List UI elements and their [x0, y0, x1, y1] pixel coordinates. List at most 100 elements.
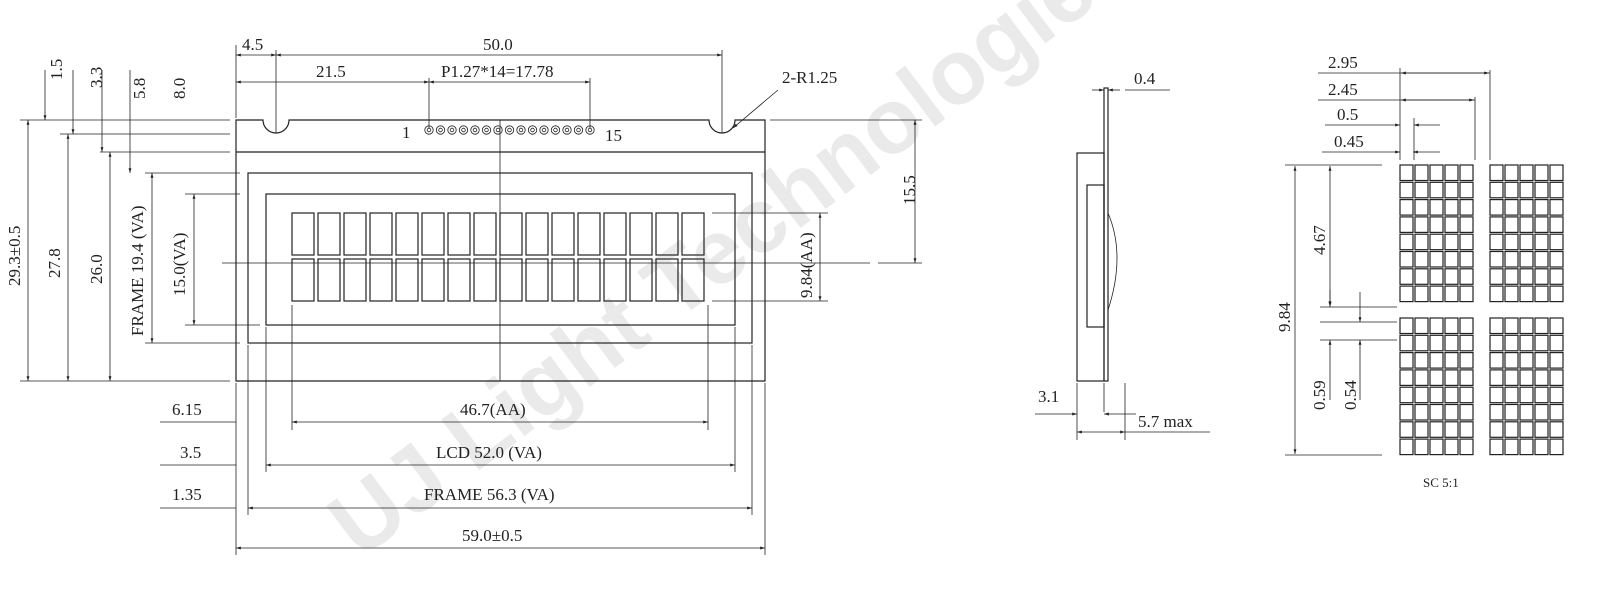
character-cell	[551, 212, 575, 256]
dot	[1414, 181, 1429, 199]
dot	[1429, 386, 1444, 404]
pin-1-label: 1	[402, 123, 411, 142]
dot	[1444, 216, 1459, 233]
character-cell	[473, 258, 497, 302]
dot	[1414, 216, 1429, 233]
dot	[1504, 181, 1519, 199]
dot	[1534, 199, 1549, 216]
dim-2-95: 2.95	[1328, 53, 1358, 72]
dot	[1459, 317, 1474, 335]
dot	[1489, 421, 1504, 438]
dim-59-0: 59.0±0.5	[462, 526, 522, 545]
dot	[1504, 285, 1519, 303]
dim-lcd-52-0: LCD 52.0 (VA)	[436, 443, 542, 462]
dot	[1549, 164, 1564, 182]
dot	[1459, 369, 1474, 386]
dot	[1399, 421, 1414, 438]
dot	[1534, 285, 1549, 303]
dim-4-5: 4.5	[242, 35, 263, 54]
character-cell	[655, 258, 679, 302]
dot	[1489, 250, 1504, 268]
dot	[1519, 164, 1534, 182]
dot	[1399, 438, 1414, 456]
character-cell	[603, 212, 627, 256]
dot	[1519, 352, 1534, 369]
dot	[1504, 403, 1519, 421]
character-cell	[577, 258, 601, 302]
dot	[1429, 421, 1444, 438]
pin	[493, 125, 503, 135]
dot	[1459, 403, 1474, 421]
dot	[1519, 216, 1534, 233]
dot	[1504, 216, 1519, 233]
character-cell	[421, 212, 445, 256]
dot	[1504, 233, 1519, 251]
dim-0-54: 0.54	[1341, 380, 1360, 410]
dot	[1549, 216, 1564, 233]
dot	[1399, 369, 1414, 386]
front-view: 1 15 4.5 50.0 21.5 P1.27*14=17.78 2-R1.2…	[5, 35, 922, 555]
pin	[458, 125, 469, 135]
dot	[1414, 285, 1429, 303]
dot	[1519, 181, 1534, 199]
dot	[1459, 438, 1474, 456]
dot	[1429, 317, 1444, 335]
dot	[1504, 386, 1519, 404]
dot	[1414, 403, 1429, 421]
dot	[1534, 181, 1549, 199]
dot	[1504, 199, 1519, 216]
dot-matrix-detail: 2.95 2.45 0.5 0.45 9.84 4.67 0.59 0.54 S…	[1275, 53, 1564, 490]
dot	[1444, 199, 1459, 216]
pin	[470, 125, 480, 135]
character-cell	[525, 258, 549, 302]
dot	[1414, 386, 1429, 404]
character-cell	[395, 258, 419, 302]
dot	[1399, 216, 1414, 233]
character-cell	[655, 212, 679, 256]
dim-1-5: 1.5	[47, 59, 66, 80]
character-cell	[629, 258, 653, 302]
pin	[539, 125, 549, 135]
dim-5-7-max: 5.7 max	[1138, 412, 1193, 431]
dot	[1429, 438, 1444, 456]
dot	[1459, 352, 1474, 369]
dot	[1459, 164, 1474, 182]
character-cell	[343, 258, 367, 302]
dot	[1414, 369, 1429, 386]
character-cell	[291, 258, 315, 302]
dot	[1549, 285, 1564, 303]
dot	[1399, 181, 1414, 199]
dot	[1519, 369, 1534, 386]
dot	[1534, 268, 1549, 285]
dim-0-45: 0.45	[1334, 132, 1364, 151]
dot	[1534, 438, 1549, 456]
dim-46-7-aa: 46.7(AA)	[460, 400, 526, 419]
dim-50-0: 50.0	[483, 35, 513, 54]
dot	[1444, 317, 1459, 335]
dim-pitch: P1.27*14=17.78	[441, 62, 554, 81]
dot	[1399, 386, 1414, 404]
pin-hole	[426, 127, 432, 133]
lcd-va	[265, 193, 736, 326]
dot	[1399, 317, 1414, 335]
pin-hole	[530, 127, 535, 133]
dot	[1444, 181, 1459, 199]
pin-hole	[438, 127, 443, 133]
dot	[1399, 233, 1414, 251]
dot	[1534, 216, 1549, 233]
pin-hole	[553, 127, 558, 133]
character-cell	[369, 212, 393, 256]
side-view: 0.4 3.1 5.7 max	[1035, 69, 1210, 440]
character-cell	[681, 212, 705, 256]
dot	[1429, 285, 1444, 303]
dot	[1429, 268, 1444, 285]
character-cell	[603, 258, 627, 302]
dim-0-4: 0.4	[1134, 69, 1156, 88]
pin	[516, 125, 526, 135]
character-cell	[317, 212, 341, 256]
pin	[562, 125, 572, 135]
dot	[1459, 199, 1474, 216]
dot	[1429, 369, 1444, 386]
dot	[1489, 317, 1504, 335]
pin-hole	[541, 127, 547, 133]
